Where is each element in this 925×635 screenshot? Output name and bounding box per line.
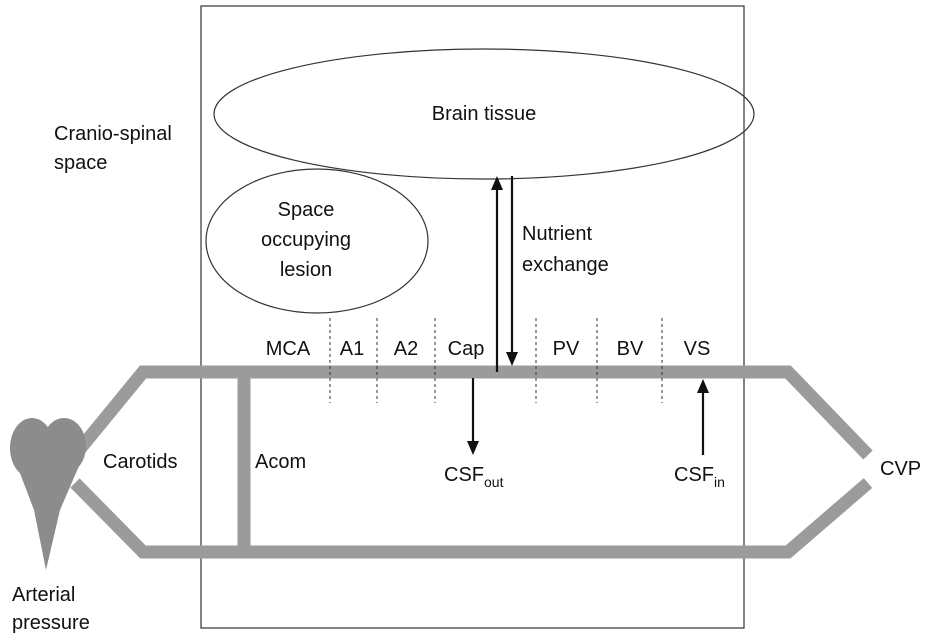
segment-separators: [329, 318, 663, 403]
arterial-pressure-label-1: Arterial: [12, 584, 75, 606]
lesion-label-3: lesion: [280, 259, 332, 281]
vessel-network: [69, 365, 873, 559]
segment-label-a2: A2: [394, 338, 418, 360]
segment-label-vs: VS: [684, 338, 711, 360]
cvp-label: CVP: [880, 458, 921, 480]
csf-out-main: CSF: [444, 464, 484, 486]
csf-out-subscript: out: [484, 474, 504, 490]
arrows: [467, 176, 709, 455]
segment-labels: MCA A1 A2 Cap PV BV VS: [266, 338, 711, 360]
nutrient-exchange-label-2: exchange: [522, 254, 609, 276]
lesion-ellipse: [205, 168, 429, 314]
csf-in-main: CSF: [674, 464, 714, 486]
csf-out-label: CSFout: [444, 464, 504, 490]
segment-label-a1: A1: [340, 338, 364, 360]
segment-label-cap: Cap: [448, 338, 485, 360]
nutrient-exchange-label-1: Nutrient: [522, 223, 592, 245]
cranio-spinal-label-2: space: [54, 152, 107, 174]
csf-in-subscript: in: [714, 474, 725, 490]
cranio-spinal-label: Cranio-spinal: [54, 123, 172, 145]
brain-tissue-ellipse: [213, 48, 755, 180]
segment-label-bv: BV: [617, 338, 644, 360]
csf-in-label: CSFin: [674, 464, 725, 490]
acom-label: Acom: [255, 451, 306, 473]
brain-tissue-label: Brain tissue: [432, 103, 537, 125]
lesion-label-1: Space: [278, 199, 335, 221]
carotids-label: Carotids: [103, 451, 177, 473]
upper-vessel: [69, 365, 873, 460]
lower-vessel: [70, 478, 873, 559]
segment-label-pv: PV: [553, 338, 580, 360]
heart-icon: [10, 418, 86, 570]
arterial-pressure-label-2: pressure: [12, 612, 90, 634]
lesion-label-2: occupying: [261, 229, 351, 251]
cranio-spinal-box: [200, 5, 745, 629]
segment-label-mca: MCA: [266, 338, 311, 360]
